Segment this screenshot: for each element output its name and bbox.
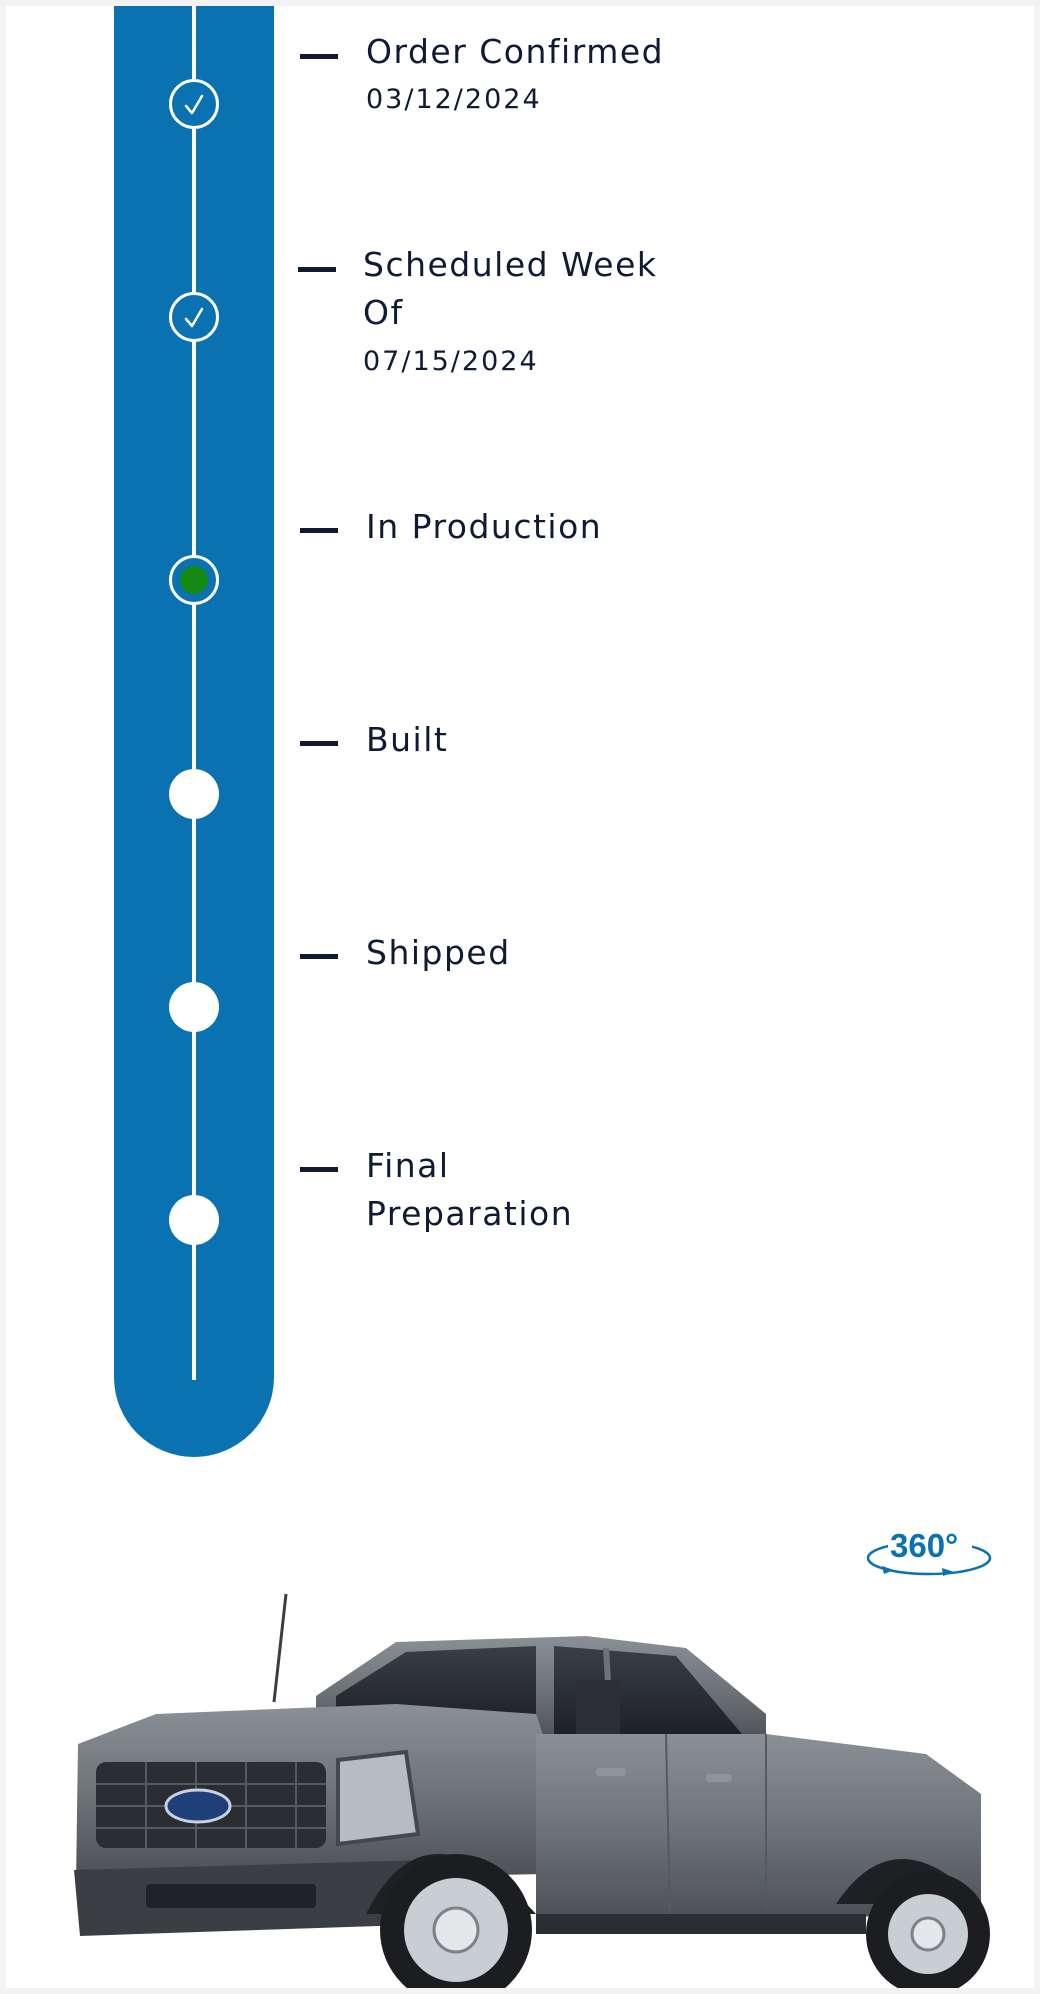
view-360-label: 360° [890,1527,959,1564]
step-label: Shipped [366,933,511,972]
step-dash [300,954,338,959]
order-tracker-page: Order Confirmed 03/12/2024 Scheduled Wee… [6,6,1034,1988]
step-date: 07/15/2024 [363,346,539,377]
step-label: Scheduled Week Of [363,245,658,332]
step-pending-icon [169,982,219,1032]
step-dash [300,54,338,59]
step-label: Final Preparation [366,1146,574,1233]
checkmark-icon [184,94,204,115]
step-date: 03/12/2024 [366,84,542,115]
timeline-line [192,6,196,1380]
step-label: Built [366,720,449,759]
step-pending-icon [169,769,219,819]
step-dash [300,528,338,533]
step-label: Order Confirmed [366,32,665,71]
checkmark-icon [184,307,204,328]
current-status-dot [180,566,208,594]
view-360-button[interactable]: 360° [864,1526,994,1580]
rotate-360-icon [866,1534,992,1576]
step-pending-icon [169,1195,219,1245]
step-current-icon [169,555,219,605]
step-completed-icon [169,79,219,129]
pickup-truck-image [74,1593,990,1988]
step-dash [300,1167,338,1172]
step-completed-icon [169,292,219,342]
step-dash [298,267,336,272]
step-dash [300,741,338,746]
step-label: In Production [366,507,603,546]
